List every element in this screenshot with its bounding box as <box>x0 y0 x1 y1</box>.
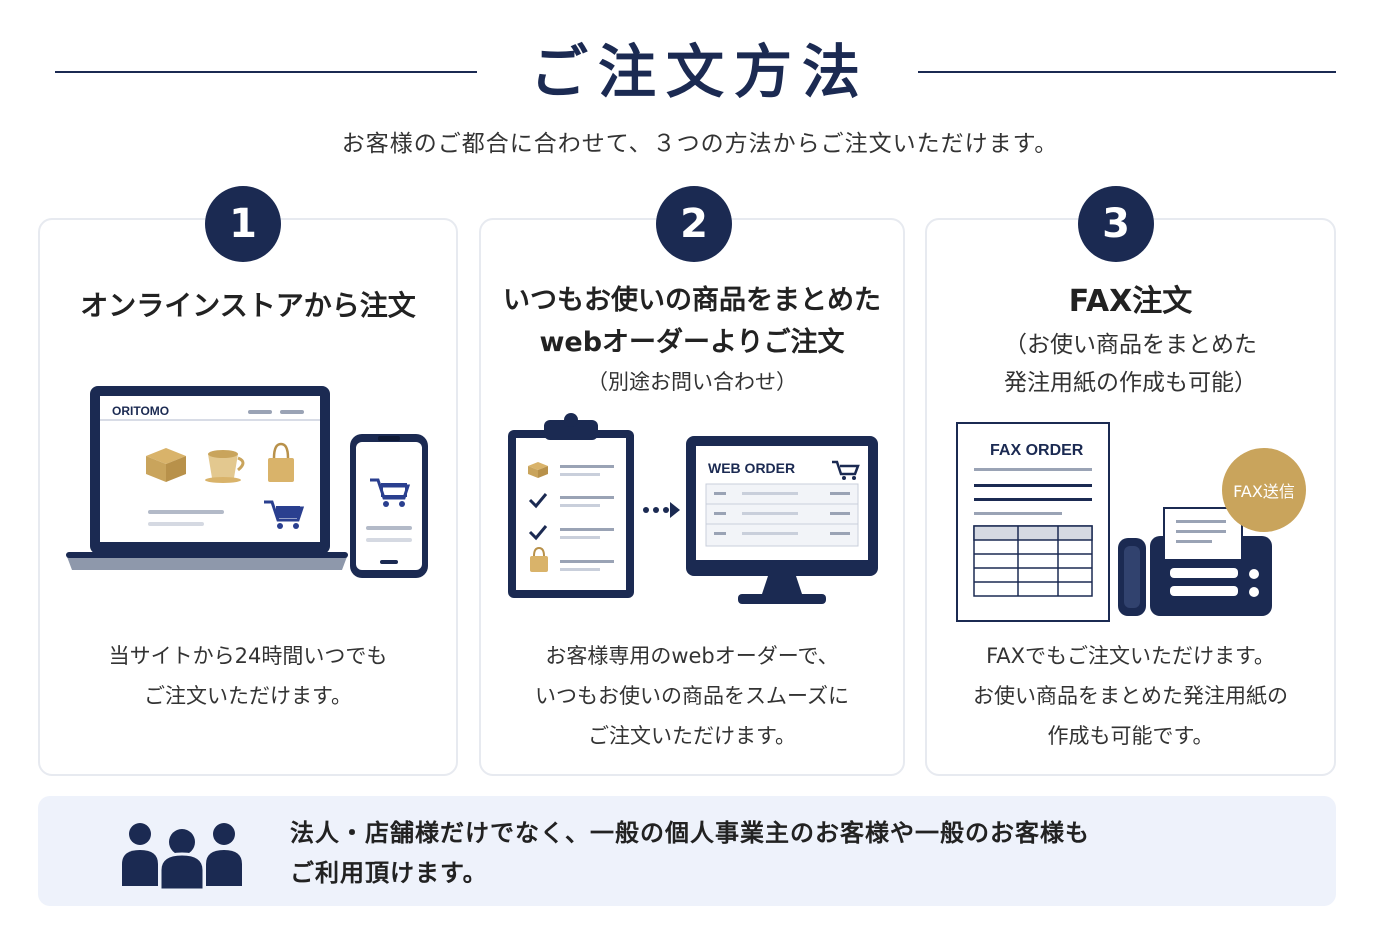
card-note-web-order: （別途お問い合わせ） <box>587 370 797 394</box>
step-badge-2: 2 <box>656 186 732 262</box>
clipboard-icon <box>508 413 634 598</box>
desc-line: お客様専用のwebオーダーで、 <box>545 644 839 668</box>
cart-icon-monitor <box>832 460 860 480</box>
fax-order-sheet: FAX ORDER <box>956 422 1110 622</box>
people-icon <box>122 823 242 890</box>
order-table <box>973 525 1093 597</box>
notice-line: ご利用頂けます。 <box>290 859 488 887</box>
laptop-phone-illustration: ORITOMO <box>66 386 428 578</box>
step-badge-1: 1 <box>205 186 281 262</box>
laptop-icon: ORITOMO <box>66 386 348 570</box>
desc-line: 作成も可能です。 <box>1047 724 1214 748</box>
note-line: 発注用紙の作成も可能） <box>1004 370 1257 396</box>
card-desc-web-order: お客様専用のwebオーダーで、 いつもお使いの商品をスムーズに ご注文いただけま… <box>479 636 905 756</box>
desc-line: お使い商品をまとめた発注用紙の <box>973 684 1288 708</box>
desc-line: 当サイトから24時間いつでも <box>108 644 388 668</box>
notice-banner <box>38 796 1336 906</box>
title-line: いつもお使いの商品をまとめた <box>503 285 881 316</box>
desc-line: ご注文いただけます。 <box>588 724 796 748</box>
note-line: （お使い商品をまとめた <box>1004 332 1257 358</box>
smartphone-icon <box>350 434 428 578</box>
card-title-web-order: いつもお使いの商品をまとめた webオーダーよりご注文 <box>479 280 905 364</box>
notice-text: 法人・店舗様だけでなく、一般の個人事業主のお客様や一般のお客様も ご利用頂けます… <box>290 813 1310 893</box>
fax-send-badge: FAX送信 <box>1222 448 1306 532</box>
fax-machine-icon <box>1118 507 1272 616</box>
web-order-illustration: WEB ORDER <box>508 413 878 604</box>
title-line: webオーダーよりご注文 <box>539 327 845 358</box>
fax-send-label: FAX送信 <box>1233 482 1295 501</box>
notice-line: 法人・店舗様だけでなく、一般の個人事業主のお客様や一般のお客様も <box>290 819 1090 847</box>
desc-line: FAXでもご注文いただけます。 <box>986 644 1275 668</box>
page-subtitle: お客様のご都合に合わせて、３つの方法からご注文いただけます。 <box>341 131 1059 157</box>
cart-icon-laptop <box>264 500 305 529</box>
check-icon <box>528 493 548 509</box>
monitor-icon: WEB ORDER <box>686 436 878 604</box>
step-badge-3: 3 <box>1078 186 1154 262</box>
fax-order-illustration: FAX ORDER FAX送信 <box>956 422 1306 622</box>
web-order-screen-label: WEB ORDER <box>708 460 795 476</box>
cup-icon <box>205 450 245 483</box>
card-desc-fax-order: FAXでもご注文いただけます。 お使い商品をまとめた発注用紙の 作成も可能です。 <box>925 636 1336 756</box>
shopping-bag-icon <box>268 442 294 482</box>
bag-icon-small <box>530 546 548 572</box>
check-icon <box>528 525 548 541</box>
card-desc-online-store: 当サイトから24時間いつでも ご注文いただけます。 <box>38 636 458 716</box>
card-title-online-store: オンラインストアから注文 <box>80 289 416 322</box>
card-title-fax-order: FAX注文 <box>1068 284 1193 319</box>
box-icon <box>146 448 186 482</box>
card-note-fax-order: （お使い商品をまとめた 発注用紙の作成も可能） <box>925 326 1336 402</box>
page-title: ご注文方法 <box>529 38 870 106</box>
fax-order-sheet-label: FAX ORDER <box>990 442 1084 459</box>
arrow-right-icon <box>643 502 680 518</box>
title-divider-right <box>918 71 1336 73</box>
title-divider-left <box>55 71 477 73</box>
desc-line: ご注文いただけます。 <box>144 684 352 708</box>
store-brand-label: ORITOMO <box>112 404 169 418</box>
box-icon-small <box>528 462 548 478</box>
desc-line: いつもお使いの商品をスムーズに <box>535 684 849 708</box>
